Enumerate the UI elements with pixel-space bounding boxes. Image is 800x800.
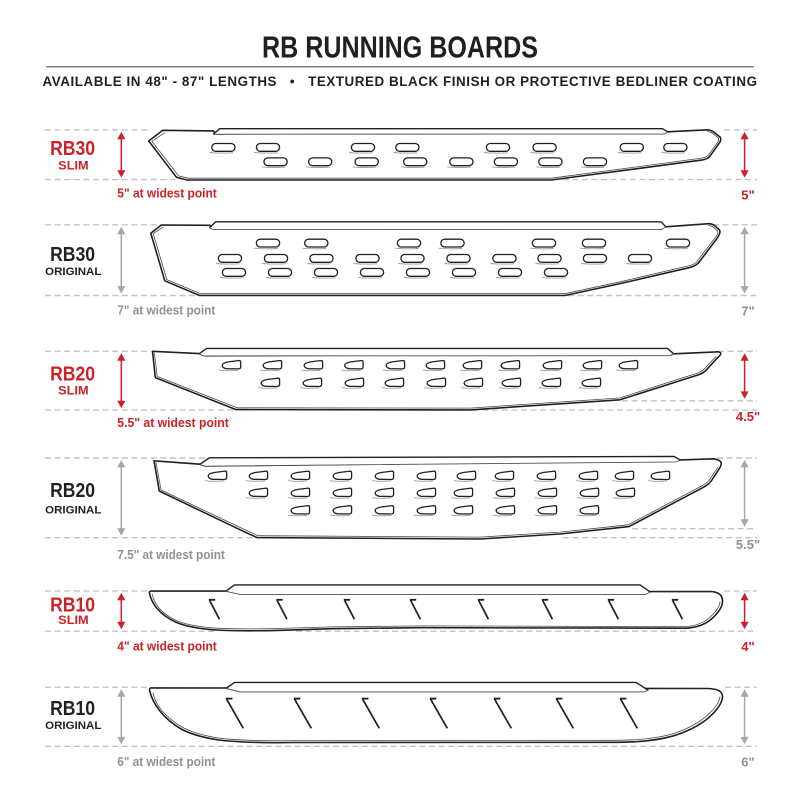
svg-text:RB20: RB20 [50,362,95,385]
svg-text:7" at widest point: 7" at widest point [117,302,216,317]
svg-text:5.5" at widest point: 5.5" at widest point [117,415,229,430]
svg-text:RB10: RB10 [50,593,95,616]
svg-text:4" at widest point: 4" at widest point [117,638,217,653]
svg-text:ORIGINAL: ORIGINAL [45,504,102,516]
svg-text:6": 6" [741,754,754,769]
svg-text:SLIM: SLIM [58,158,89,172]
svg-text:RB30: RB30 [50,137,95,160]
svg-text:4.5": 4.5" [736,409,760,424]
svg-text:ORIGINAL: ORIGINAL [45,720,102,732]
svg-text:RB10: RB10 [50,697,95,720]
svg-text:RB20: RB20 [50,479,95,502]
svg-text:SLIM: SLIM [58,613,89,627]
svg-text:5" at widest point: 5" at widest point [117,185,217,200]
svg-text:6" at widest point: 6" at widest point [117,754,216,769]
svg-text:RB RUNNING BOARDS: RB RUNNING BOARDS [262,30,538,65]
svg-text:SLIM: SLIM [58,383,89,397]
svg-text:ORIGINAL: ORIGINAL [45,266,102,278]
svg-text:RB30: RB30 [50,243,95,266]
svg-text:AVAILABLE IN 48" - 87" LENGTHS: AVAILABLE IN 48" - 87" LENGTHS • TEXTURE… [43,74,758,89]
svg-text:5.5": 5.5" [736,537,760,552]
svg-text:7": 7" [741,304,754,319]
svg-text:4": 4" [741,639,754,654]
svg-text:7.5" at widest point: 7.5" at widest point [117,547,225,562]
svg-text:5": 5" [741,188,754,203]
